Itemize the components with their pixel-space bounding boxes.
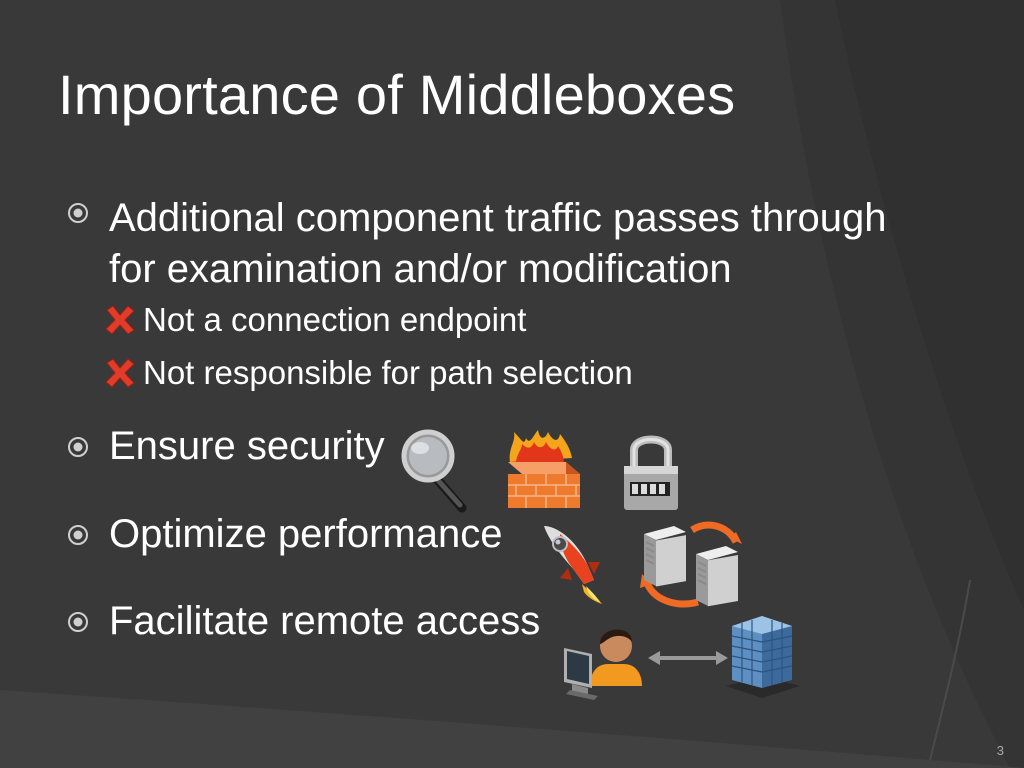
firewall-icon xyxy=(508,430,580,508)
red-x-icon xyxy=(105,305,135,335)
server-box xyxy=(644,526,686,587)
sub-item-1: Not a connection endpoint xyxy=(103,300,526,340)
bullet-text: Ensure security xyxy=(109,424,385,468)
slide-title: Importance of Middleboxes xyxy=(58,63,736,126)
magnifier-icon xyxy=(401,429,467,513)
bullet-text: Optimize performance xyxy=(109,512,503,556)
rocket-icon xyxy=(544,526,602,604)
servers-sync-icon xyxy=(640,521,742,608)
sub-item-label: Not a connection endpoint xyxy=(143,301,527,338)
circle-bullet-icon xyxy=(68,612,88,632)
page-number: 3 xyxy=(996,743,1004,758)
office-building-icon xyxy=(726,616,800,698)
remote-user-icon xyxy=(564,629,642,700)
sub-item-2: Not responsible for path selection xyxy=(103,353,633,393)
bidirectional-arrow-icon xyxy=(648,651,728,665)
bullet-text-continued: for examination and/or modification xyxy=(109,247,732,291)
circle-bullet-icon xyxy=(68,525,88,545)
bullet-text: Additional component traffic passes thro… xyxy=(109,196,887,240)
padlock-icon xyxy=(624,435,678,510)
red-x-icon xyxy=(105,358,135,388)
sub-item-label: Not responsible for path selection xyxy=(143,354,633,391)
circle-bullet-icon xyxy=(68,203,88,223)
circle-bullet-icon xyxy=(68,437,88,457)
bullet-text: Facilitate remote access xyxy=(109,599,541,643)
